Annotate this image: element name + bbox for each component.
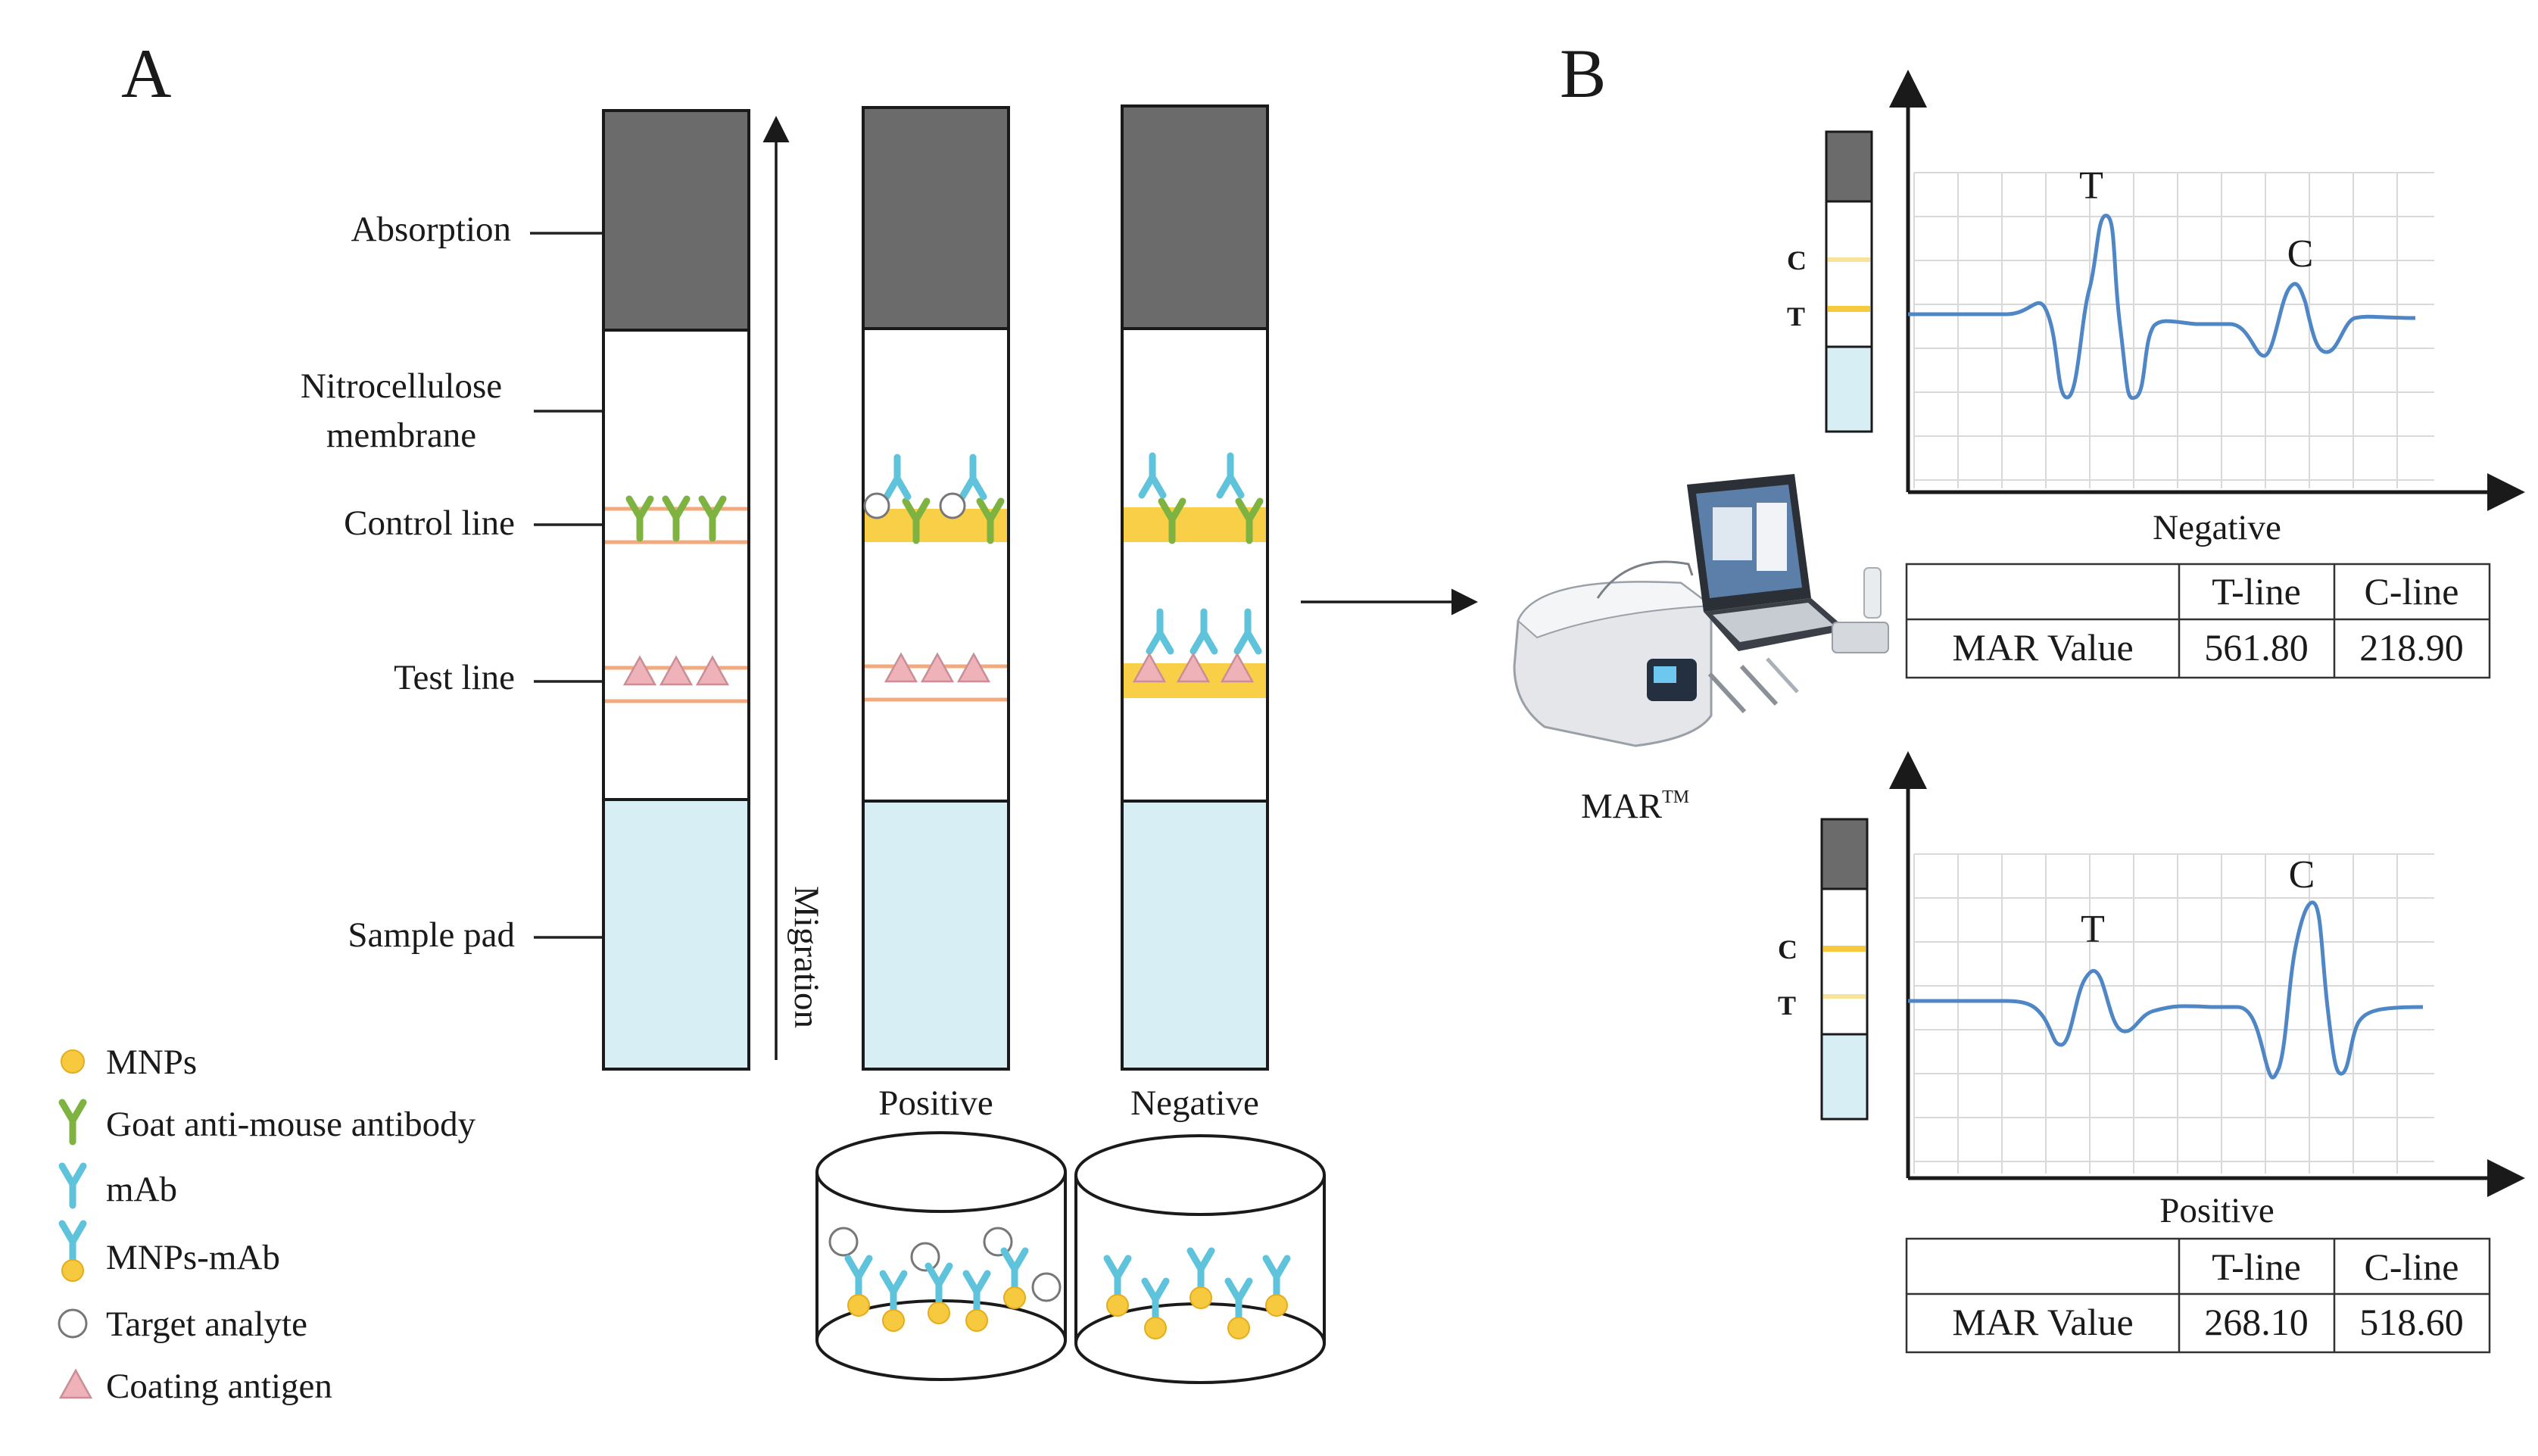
legend-label: Goat anti-mouse antibody — [106, 1105, 476, 1144]
signal-curve — [1908, 214, 2416, 401]
strip-thumbnail-pad — [1825, 345, 1873, 433]
col-header-t-line: T-line — [2212, 1246, 2301, 1288]
col-header-t-line: T-line — [2212, 570, 2301, 613]
legend: MNPs Goat anti-mouse antibody mAb MNPs-m… — [58, 1043, 476, 1406]
chart-grid — [1913, 853, 2434, 1174]
legend-label: Target analyte — [106, 1305, 307, 1344]
well-negative — [1074, 1134, 1326, 1384]
strip-thumbnail-membrane — [1825, 200, 1873, 348]
absorption-pad — [862, 106, 1010, 330]
strip-t-label: T — [1787, 301, 1805, 332]
row-label: MAR Value — [1952, 1301, 2133, 1343]
col-header-c-line: C-line — [2365, 1246, 2459, 1288]
zone-label-nitrocellulose-1: Nitrocellulose — [301, 366, 502, 406]
absorption-pad — [1121, 104, 1269, 330]
t-line-value: 268.10 — [2204, 1301, 2309, 1343]
nitrocellulose-membrane — [1121, 327, 1269, 803]
signal-curve — [1908, 900, 2424, 1080]
mar-value-table: T-line C-line MAR Value 268.10 518.60 — [1905, 1237, 2491, 1354]
c-line-value: 518.60 — [2359, 1301, 2464, 1343]
trademark: TM — [1662, 787, 1689, 807]
zone-label-test-line: Test line — [394, 658, 515, 697]
absorption-pad — [602, 109, 750, 332]
chart-positive: C T T C Positive T-line C-line MAR Value… — [1778, 751, 2525, 1354]
mnp-mab-icon — [1107, 1251, 1287, 1339]
strip-t-label: T — [1778, 990, 1796, 1021]
caption-positive: Positive — [878, 1083, 993, 1123]
peak-label-c: C — [2287, 232, 2314, 276]
chart-caption: Positive — [2159, 1191, 2274, 1230]
zone-label-nitrocellulose-2: membrane — [326, 416, 476, 455]
mab-icon — [62, 1166, 83, 1205]
strip-thumbnail — [1820, 818, 1869, 890]
device-label: MARTM — [1581, 787, 1689, 826]
mnp-dot-icon — [61, 1049, 85, 1074]
c-line-value: 218.90 — [2359, 626, 2464, 669]
strip-c-label: C — [1787, 245, 1807, 276]
coating-antigen-icon — [59, 1369, 92, 1399]
sample-pad — [862, 800, 1010, 1071]
strip-positive — [862, 106, 1010, 1071]
target-analyte-icon — [863, 492, 966, 519]
coating-antigen-icon — [884, 653, 990, 683]
panel-a-label: A — [121, 35, 171, 112]
target-analyte-icon — [828, 1227, 1062, 1302]
peak-label-t: T — [2081, 908, 2105, 951]
chart-grid — [1913, 172, 2434, 488]
mnp-mab-icon — [62, 1224, 83, 1281]
col-header-c-line: C-line — [2365, 570, 2459, 613]
legend-label: MNPs — [106, 1043, 197, 1082]
migration-label: Migration — [787, 886, 826, 1028]
strip-thumbnail — [1825, 130, 1873, 203]
sample-pad — [1121, 800, 1269, 1071]
strip-negative — [1121, 104, 1269, 1071]
caption-negative: Negative — [1130, 1083, 1259, 1123]
legend-label: Coating antigen — [106, 1367, 332, 1406]
peak-label-c: C — [2289, 853, 2315, 896]
legend-label: MNPs-mAb — [106, 1238, 280, 1277]
sample-pad — [602, 798, 750, 1071]
zone-label-absorption: Absorption — [351, 210, 512, 249]
panel-b-label: B — [1560, 35, 1606, 112]
strip-thumbnail-pad — [1820, 1033, 1869, 1121]
nitrocellulose-membrane — [862, 327, 1010, 803]
coating-antigen-icon — [623, 656, 729, 686]
goat-antibody-icon — [62, 1102, 83, 1142]
strip-schematic — [602, 109, 750, 1071]
target-analyte-icon — [58, 1308, 88, 1339]
nitrocellulose-membrane — [602, 329, 750, 801]
coating-antigen-icon — [1133, 653, 1254, 683]
zone-label-control-line: Control line — [344, 504, 515, 543]
t-line-value: 561.80 — [2204, 626, 2309, 669]
device-name: MAR — [1581, 787, 1663, 826]
mar-device-illustration — [1513, 474, 1889, 747]
zone-label-sample-pad: Sample pad — [348, 915, 515, 955]
legend-label: mAb — [106, 1170, 177, 1209]
control-band — [865, 509, 1007, 542]
chart-caption: Negative — [2153, 508, 2281, 547]
strip-thumbnail-membrane — [1820, 887, 1869, 1036]
peak-label-t: T — [2079, 164, 2103, 207]
chart-negative: C T T C Negative T-line C-line MAR Value… — [1787, 70, 2525, 679]
row-label: MAR Value — [1952, 626, 2133, 669]
mar-value-table: T-line C-line MAR Value 561.80 218.90 — [1905, 563, 2491, 679]
strip-c-label: C — [1778, 934, 1797, 965]
well-positive — [815, 1131, 1067, 1381]
